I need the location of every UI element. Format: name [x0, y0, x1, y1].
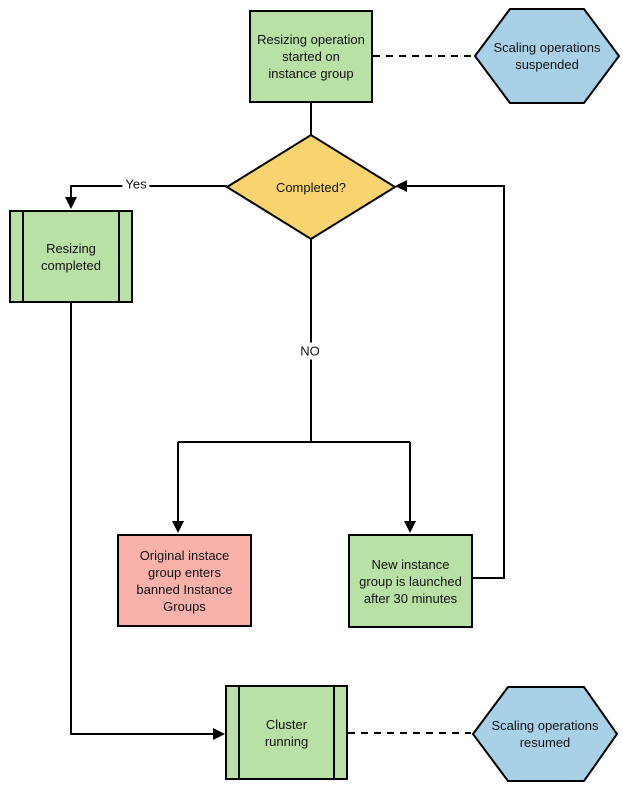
node-resizing-started: Resizing operation started on instance g… — [249, 10, 373, 103]
node-scaling-suspended — [473, 8, 621, 104]
arrowhead-down — [65, 197, 77, 209]
edge-decision-no-split — [172, 236, 416, 533]
node-label: Resizing completed — [41, 240, 101, 273]
node-banned-instance-group: Original instace group enters banned Ins… — [117, 534, 252, 627]
node-new-instance-group: New instance group is launched after 30 … — [348, 534, 473, 628]
node-label: Resizing operation started on instance g… — [257, 32, 365, 81]
node-label: New instance group is launched after 30 … — [359, 556, 462, 606]
predefined-process-bar — [22, 212, 24, 301]
edge-resizing-completed-to-cluster — [70, 303, 225, 740]
node-decision-completed — [225, 133, 397, 241]
node-cluster-running: Cluster running — [225, 685, 348, 780]
node-label: Original instace group enters banned Ins… — [136, 547, 233, 614]
predefined-process-bar — [118, 212, 120, 301]
edge-label-no: NO — [297, 342, 323, 360]
node-scaling-resumed — [471, 686, 619, 782]
node-resizing-completed: Resizing completed — [9, 210, 133, 303]
arrowhead-down — [172, 521, 184, 533]
edge-label-yes: Yes — [122, 175, 150, 193]
edge-new-group-back-to-decision — [395, 180, 505, 579]
arrowhead-right — [213, 728, 225, 740]
predefined-process-bar — [238, 687, 240, 778]
node-label: Cluster running — [264, 716, 309, 749]
arrowhead-down — [404, 521, 416, 533]
predefined-process-bar — [333, 687, 335, 778]
